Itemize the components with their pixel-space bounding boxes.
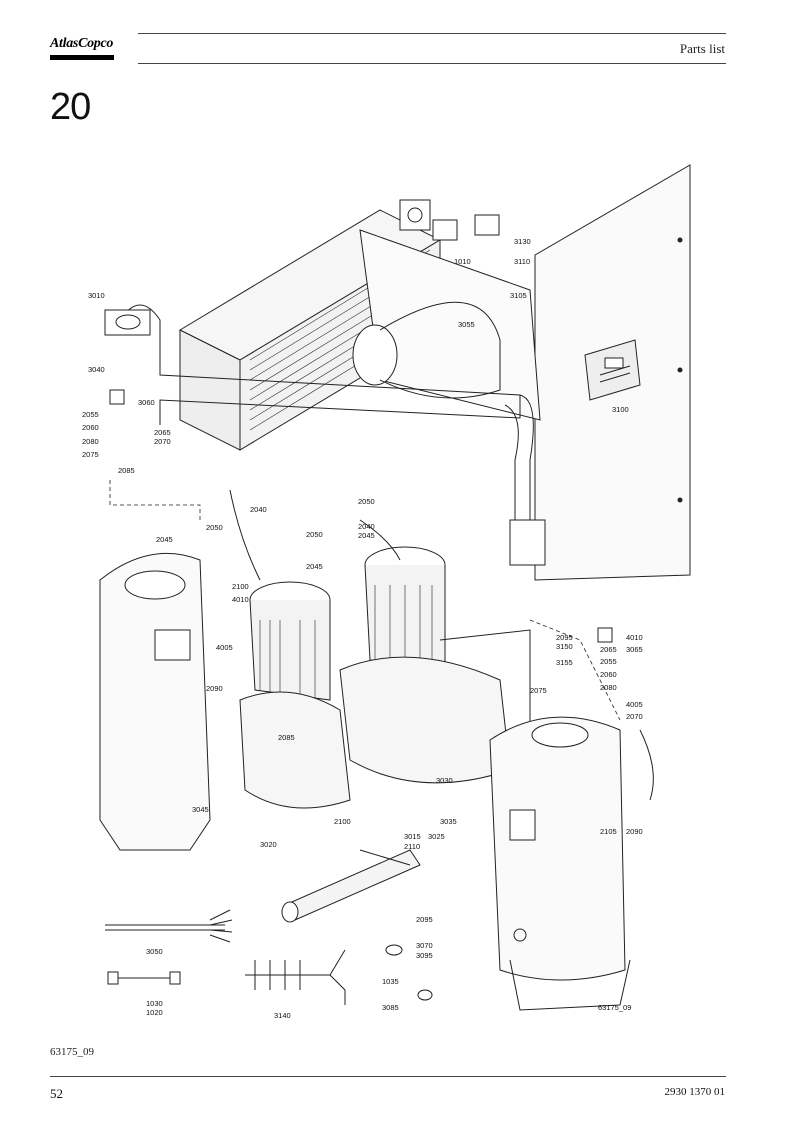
callout-2090-left: 4005	[216, 643, 233, 652]
callout-2040-right: 2050	[358, 497, 375, 506]
callout-3110: 3110	[514, 257, 530, 266]
callout-3010: 3010	[88, 291, 105, 300]
callout-2045-mid: 2050	[306, 530, 323, 539]
callout-3050: 2095	[416, 915, 433, 924]
callout-3030: 3045	[192, 805, 209, 814]
callout-3065: 4010	[626, 633, 643, 642]
separator-vessel-left	[99, 552, 211, 851]
header-rule-top	[138, 33, 726, 34]
callout-2055-right: 2065	[600, 645, 617, 654]
callout-2100-lower: 3035	[440, 817, 457, 826]
callout-1035: 3095	[416, 951, 433, 960]
callout-3040: 3040	[88, 365, 105, 374]
callout-3070: 3140	[274, 1011, 291, 1020]
harness-3070	[245, 949, 346, 1005]
callout-3020: 2100	[334, 817, 351, 826]
callout-1010: 1010	[454, 257, 471, 266]
logo-underline-bar	[50, 55, 114, 60]
callout-4005-right: 2075	[530, 686, 547, 695]
callout-2105: 3025	[428, 832, 445, 841]
main-pipe	[104, 304, 546, 566]
controller-module	[584, 339, 641, 401]
callout-2055: 2055	[82, 410, 99, 419]
callout-2110: 3015	[404, 832, 421, 841]
callout-2085-right: 2070	[626, 712, 643, 721]
callout-3055: 3055	[458, 320, 475, 329]
callout-4005-left: 4010	[232, 595, 249, 604]
exploded-parts-drawing: 3010 3040 3060 2055 2060 2065 2070 2080 …	[82, 164, 691, 1020]
callout-3060: 3060	[138, 398, 155, 407]
section-number: 20	[50, 86, 91, 128]
callout-3015: 3020	[260, 840, 277, 849]
callout-3025: 2110	[404, 842, 420, 851]
compressor-element-right	[339, 546, 531, 784]
section-title: Parts list	[679, 41, 725, 56]
callout-3140: 1020	[146, 1008, 163, 1017]
small-part-3060	[109, 389, 125, 405]
callout-2050-right: 2045	[358, 531, 375, 540]
callout-2040-left: 2040	[250, 505, 267, 514]
document-number: 2930 1370 01	[664, 1086, 726, 1098]
compressor-element-left	[239, 581, 351, 809]
callout-2065: 2065	[154, 428, 171, 437]
callout-4010-left: 2100	[232, 582, 249, 591]
callout-3035: 3030	[436, 776, 453, 785]
callout-2060: 2060	[82, 423, 99, 432]
callout-3085: 1035	[382, 977, 399, 986]
figure-id: 63175_09	[50, 1046, 94, 1058]
callout-3080: 3085	[382, 1003, 399, 1012]
callout-2080-right: 2060	[600, 670, 617, 679]
callout-4010-right: 3155	[556, 658, 573, 667]
callout-3100: 3100	[612, 405, 629, 414]
callout-2045-right: 2040	[358, 522, 375, 531]
callout-2085: 2085	[118, 466, 135, 475]
callout-2070: 2070	[154, 437, 171, 446]
atlas-copco-logo: AtlasCopco	[50, 36, 114, 51]
callout-3155: 3150	[556, 642, 573, 651]
page-number: 52	[50, 1086, 63, 1101]
outlet-pipe	[281, 849, 421, 923]
callout-2070-right: 4005	[626, 700, 643, 709]
callout-2045-left: 2045	[156, 535, 173, 544]
callout-2060-right: 2055	[600, 657, 617, 666]
callout-2065-right: 3065	[626, 645, 643, 654]
small-part-3095	[385, 944, 403, 956]
callout-3105: 3105	[510, 291, 527, 300]
cable-1020	[107, 971, 181, 985]
small-part-3085	[417, 989, 433, 1001]
small-part-3065	[597, 627, 613, 643]
callout-2090-right: 2105	[600, 827, 617, 836]
callout-labels: 3010 3040 3060 2055 2060 2065 2070 2080 …	[82, 237, 643, 1020]
callout-2095-right: 2090	[626, 827, 643, 836]
small-part-3130	[474, 214, 500, 236]
callout-2080: 2080	[82, 437, 99, 446]
callout-1030: 3050	[146, 947, 163, 956]
callout-2095-left: 2090	[206, 684, 223, 693]
callout-3150: 2095	[556, 633, 573, 642]
callout-3095: 3070	[416, 941, 433, 950]
callout-2075: 2075	[82, 450, 99, 459]
small-part-1010	[432, 219, 458, 241]
callout-2050-left: 2050	[206, 523, 223, 532]
cable-harness-1030	[105, 909, 233, 943]
header-rule-bottom	[138, 63, 726, 64]
callout-3045: 2085	[278, 733, 295, 742]
callout-1020: 1030	[146, 999, 163, 1008]
drawing-code: 63175_09	[598, 1003, 631, 1012]
callout-2075-right: 2080	[600, 683, 617, 692]
callout-3130: 3130	[514, 237, 531, 246]
footer-rule	[50, 1076, 726, 1077]
callout-2100-upper: 2045	[306, 562, 323, 571]
air-receiver-right	[489, 716, 631, 1011]
